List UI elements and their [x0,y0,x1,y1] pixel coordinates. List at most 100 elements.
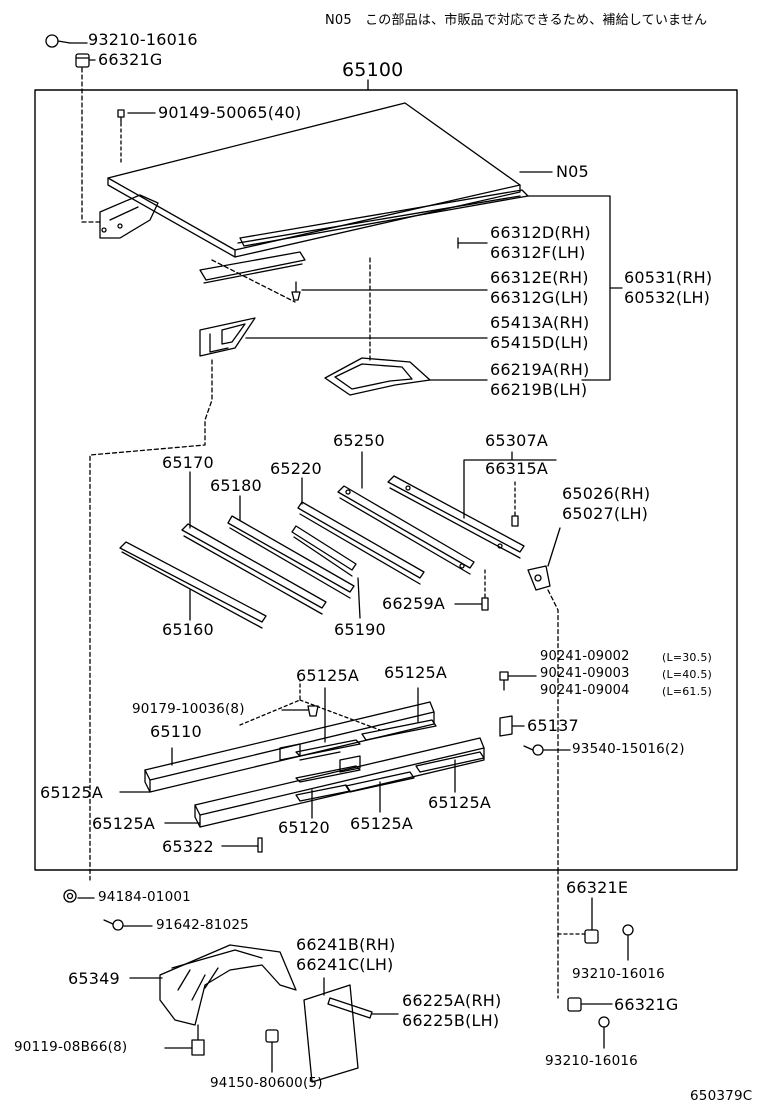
bolt-93210-mid [622,924,634,961]
label-65170: 65170 [162,453,214,472]
clip-66315A [511,515,519,527]
bracket-65413A [199,317,256,357]
spec-90241-c: (L=61.5) [662,685,713,698]
bolt-93540 [523,744,544,756]
grommet-94184 [63,889,77,903]
figure-code: 650379C [690,1088,753,1104]
label-90241-b: 90241-09003 [540,666,630,681]
bolt-90119 [191,1024,205,1056]
label-65125A-2: 65125A [384,663,448,682]
label-66312D: 66312D(RH) [490,223,591,242]
frame-66219A [324,357,431,396]
bracket-65307A [463,451,557,519]
rail-65180 [227,515,355,599]
bracket-65137 [499,715,513,737]
pin-65322 [257,837,263,853]
bolt-93210-bot [598,1016,610,1049]
label-60531: 60531(RH) [624,268,713,287]
label-65322: 65322 [162,837,214,856]
leader-65026 [547,527,561,567]
bolt-93210-top [45,34,71,48]
bolt-90241 [499,671,509,691]
label-65027: 65027(LH) [562,504,649,523]
label-66241C: 66241C(LH) [296,955,394,974]
deck-board [107,102,521,258]
label-66241B: 66241B(RH) [296,935,396,954]
label-66219B: 66219B(LH) [490,380,588,399]
label-93210-mid: 93210-16016 [572,966,665,982]
label-66312G: 66312G(LH) [490,288,589,307]
label-65250: 65250 [333,431,385,450]
label-66321E: 66321E [566,878,629,897]
spec-90241-b: (L=40.5) [662,668,713,681]
screw-90149 [117,109,125,123]
label-66315A: 66315A [485,459,549,478]
stay-66225A [327,997,373,1019]
label-90149: 90149-50065(40) [158,103,302,122]
label-65137: 65137 [527,716,579,735]
label-66219A: 66219A(RH) [490,360,590,379]
label-66312E: 66312E(RH) [490,268,589,287]
nut-66321G-bot [567,997,582,1012]
label-65120: 65120 [278,818,330,837]
note-text: N05 この部品は、市販品で対応できるため、補給していません [325,13,708,28]
rail-65160 [119,541,267,629]
dashed-left-rail [211,259,296,303]
pin-66259A [481,597,489,611]
nut-94150 [265,1029,279,1067]
bracket-65026 [527,565,551,591]
left-rail [199,251,306,284]
label-65160: 65160 [162,620,214,639]
label-91642: 91642-81025 [156,917,249,933]
label-66312F: 66312F(LH) [490,243,586,262]
fender-65349 [159,944,297,1026]
hinge-bracket-top [99,194,159,239]
rail-65170 [181,523,327,615]
label-65026: 65026(RH) [562,484,651,503]
dashed-right-long [547,589,559,871]
bolt-91642 [103,919,124,931]
long-member-65120 [194,737,485,828]
label-90241-a: 90241-09002 [540,649,630,664]
label-66259A: 66259A [382,594,446,613]
label-94184: 94184-01001 [98,889,191,905]
rail-65250 [337,485,475,575]
label-93210-bot: 93210-16016 [545,1053,638,1069]
assembly-frame [34,89,738,871]
label-65220: 65220 [270,459,322,478]
label-65413A: 65413A(RH) [490,313,590,332]
dashed-65125A [239,679,381,731]
label-65190: 65190 [334,620,386,639]
rail-65190 [291,525,357,577]
label-66321G-top: 66321G [98,50,163,69]
label-65415D: 65415D(LH) [490,333,589,352]
label-93540: 93540-15016(2) [572,741,685,757]
rail-65307A [387,475,525,559]
label-N05: N05 [556,162,589,181]
label-94150: 94150-80600(5) [210,1075,323,1091]
label-66225A: 66225A(RH) [402,991,502,1010]
leader-65190 [357,577,361,619]
label-65125A-4: 65125A [428,793,492,812]
dashed-left-long [89,359,213,881]
brackets-65125A [279,719,485,802]
right-rail [237,189,529,247]
rail-65220 [297,501,425,585]
label-65110: 65110 [150,722,202,741]
pin-66312E [291,281,301,301]
clip-66312D [457,237,488,249]
label-65349: 65349 [68,969,120,988]
label-65180: 65180 [210,476,262,495]
mudflap-66241B [303,984,359,1083]
label-66321G-bot: 66321G [614,995,679,1014]
label-65125A-3: 65125A [40,783,104,802]
label-65125A-6: 65125A [350,814,414,833]
plug-90179 [307,705,319,717]
label-60532: 60532(LH) [624,288,711,307]
label-90179: 90179-10036(8) [132,701,245,717]
label-65125A-1: 65125A [296,666,360,685]
dashed-line-tl [81,67,101,223]
nut-66321E [584,929,599,944]
label-65125A-5: 65125A [92,814,156,833]
